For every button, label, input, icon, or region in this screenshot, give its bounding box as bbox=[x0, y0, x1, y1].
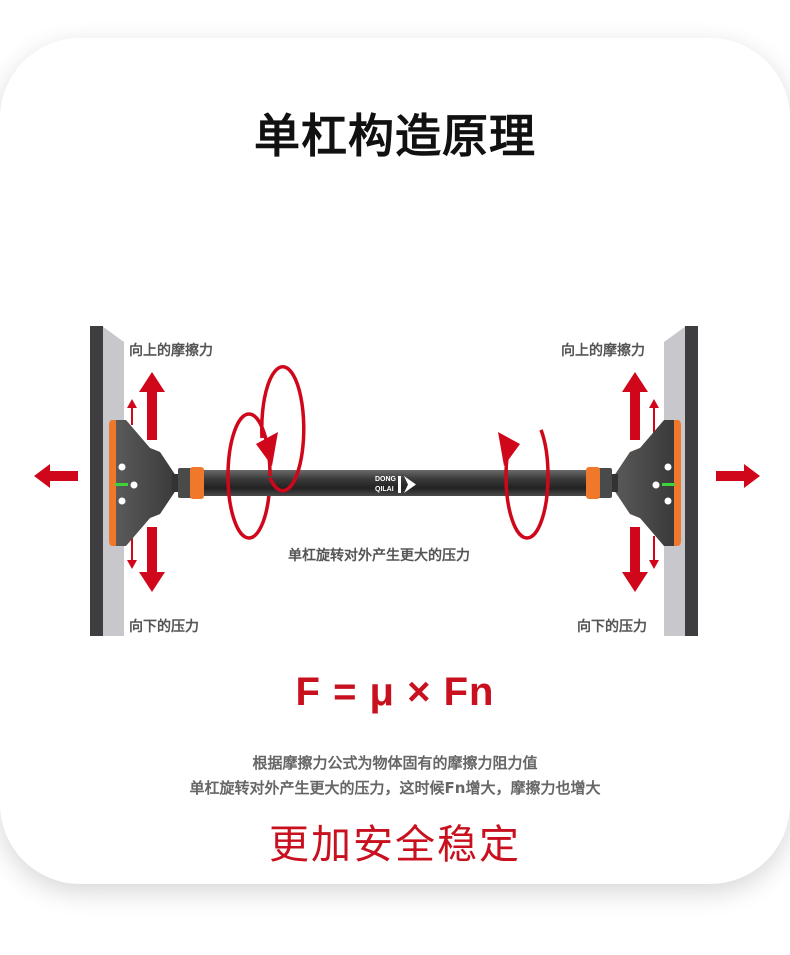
right-down-pressure-label: 向下的压力 bbox=[577, 619, 647, 635]
left-down-pressure-label: 向下的压力 bbox=[129, 619, 199, 635]
svg-text:QILAI: QILAI bbox=[375, 486, 394, 493]
left-wall-mount bbox=[109, 420, 204, 546]
brand-logo: DONG QILAI bbox=[375, 476, 416, 493]
left-outward-arrow-icon bbox=[34, 464, 78, 488]
pullup-bar-diagram: DONG QILAI 向上的摩擦力 向下的压力 向上的摩擦力 向下的压力 单杠旋… bbox=[0, 300, 790, 660]
right-down-pressure-arrow-icon bbox=[622, 527, 659, 592]
left-up-friction-arrow-icon bbox=[127, 372, 165, 440]
left-rotation-arrow-icon bbox=[226, 365, 306, 540]
svg-text:DONG: DONG bbox=[375, 476, 397, 483]
right-level-indicator bbox=[662, 483, 675, 486]
left-level-indicator bbox=[115, 483, 128, 486]
right-up-friction-arrow-icon bbox=[622, 372, 659, 440]
left-down-pressure-arrow-icon bbox=[127, 527, 165, 592]
footer-tagline: 更加安全稳定 bbox=[269, 822, 521, 868]
right-up-friction-label: 向上的摩擦力 bbox=[561, 343, 645, 359]
page-title: 单杠构造原理 bbox=[254, 109, 536, 163]
left-up-friction-label: 向上的摩擦力 bbox=[129, 343, 213, 359]
rotation-label: 单杠旋转对外产生更大的压力 bbox=[288, 548, 470, 564]
bar-tube bbox=[200, 470, 592, 496]
right-wall-mount bbox=[586, 420, 681, 546]
friction-formula: F = μ × Fn bbox=[295, 670, 495, 714]
right-rotation-arrow-icon bbox=[498, 412, 550, 540]
description-line-2: 单杠旋转对外产生更大的压力，这时候Fn增大，摩擦力也增大 bbox=[189, 779, 601, 797]
description-line-1: 根据摩擦力公式为物体固有的摩擦力阻力值 bbox=[252, 754, 538, 772]
right-outward-arrow-icon bbox=[716, 464, 760, 488]
